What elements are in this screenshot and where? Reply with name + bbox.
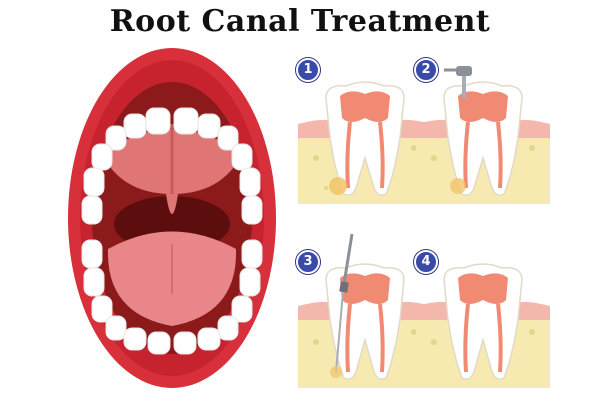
uvula	[166, 194, 178, 214]
tooth-cross-section-drilling	[416, 66, 550, 204]
step-badge-3: 3	[296, 250, 320, 274]
tooth-cross-section-cleaning	[298, 233, 432, 388]
tooth-cross-section-infected	[298, 81, 432, 204]
diagram-title: Root Canal Treatment	[109, 4, 491, 39]
step-panel-2: 2	[414, 58, 552, 206]
upper-teeth	[81, 107, 263, 225]
step-panel-4: 4	[414, 232, 552, 388]
file-instrument-icon	[335, 233, 354, 373]
step-badge-4: 4	[414, 250, 438, 274]
tooth-cross-section-filled	[416, 263, 550, 388]
step-panel-3: 3	[296, 232, 434, 388]
step-badge-2: 2	[414, 58, 438, 82]
infection-spot	[329, 177, 347, 195]
open-mouth-illustration	[68, 48, 276, 388]
infection-spot	[450, 178, 466, 194]
infection-spot	[330, 366, 342, 378]
step-panel-1: 1	[296, 58, 434, 206]
step-badge-1: 1	[296, 58, 320, 82]
lower-teeth	[81, 239, 263, 355]
drill-icon	[444, 66, 472, 98]
